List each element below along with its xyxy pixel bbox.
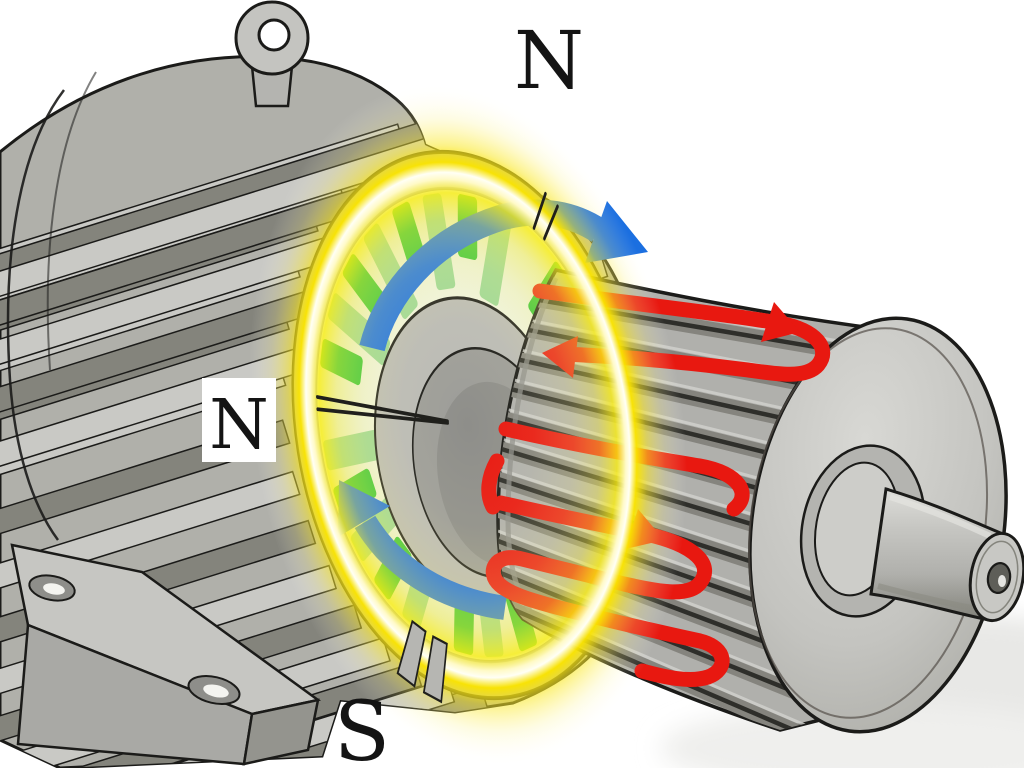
- slot-mark-left: [316, 395, 449, 425]
- slot-tab-bottom: [396, 619, 427, 688]
- current-arrow-head: [761, 302, 800, 342]
- pole-label-n-left-box: [202, 378, 276, 462]
- rotor: [496, 268, 1024, 734]
- pole-label-n-top: N: [514, 14, 584, 107]
- eye-bolt-hole: [257, 18, 291, 52]
- pole-slot-marks: [316, 191, 559, 704]
- foot-bolt-hole: [28, 574, 76, 602]
- shaft: [869, 487, 1024, 623]
- end-bell-seams: [6, 71, 97, 541]
- foot-bolt-hole: [187, 675, 241, 705]
- pole-label-n-left: N: [209, 386, 269, 465]
- slot-tab-bottom: [422, 634, 448, 704]
- slot-mark-top: [532, 191, 559, 241]
- pole-labels: N N S: [202, 14, 584, 768]
- pole-label-s-bottom: S: [334, 685, 390, 768]
